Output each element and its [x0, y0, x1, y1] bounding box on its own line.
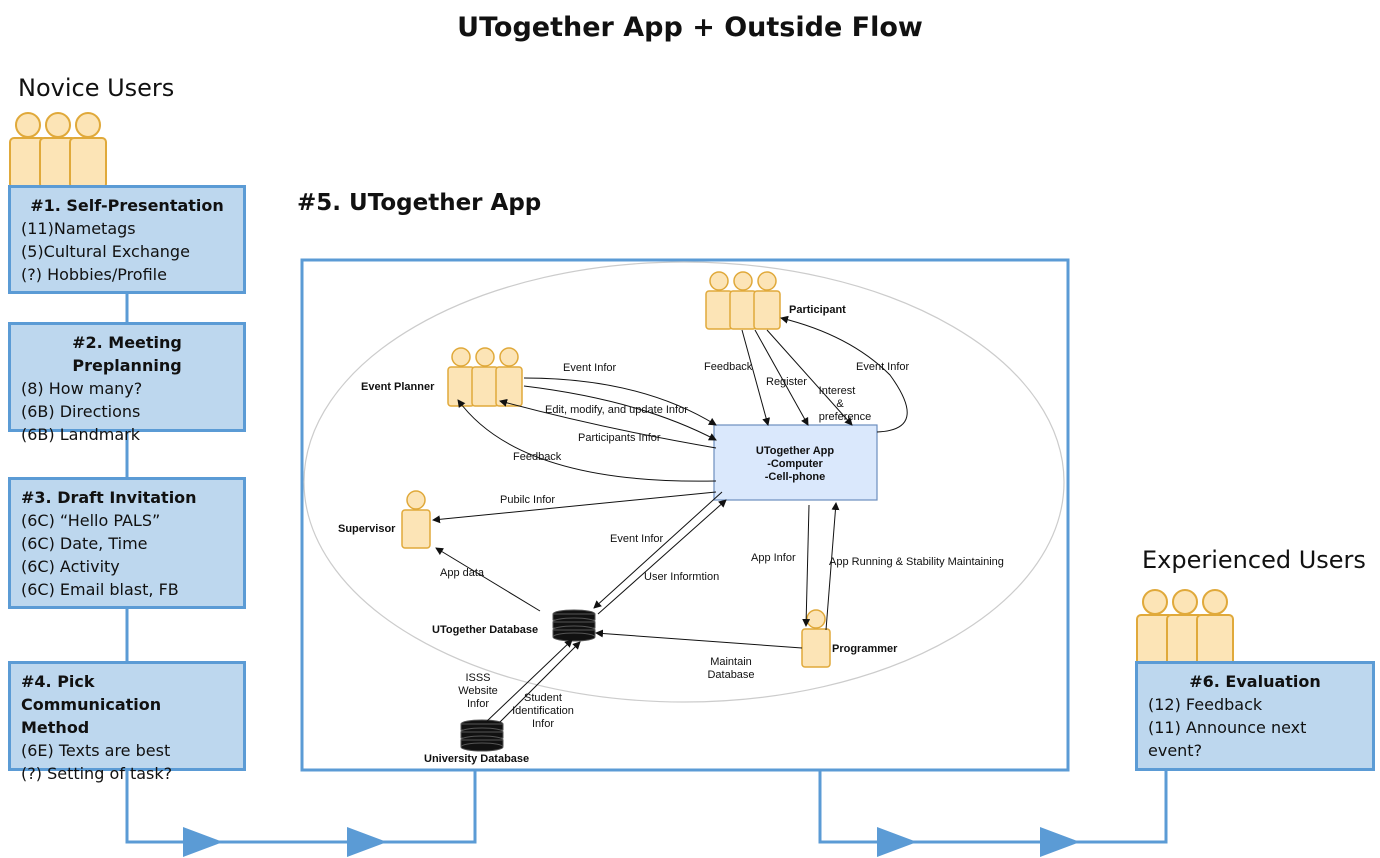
- edge-label: Infor: [532, 718, 554, 730]
- flow-arrow-icon: [183, 827, 1080, 857]
- edge-label: Event Infor: [610, 533, 664, 545]
- step-draft-invitation: #3. Draft Invitation (6C) “Hello PALS” (…: [8, 477, 246, 609]
- step-meeting-preplanning: #2. Meeting Preplanning (8) How many? (6…: [8, 322, 246, 444]
- novice-users-label: Novice Users: [18, 74, 175, 102]
- step-line: (11) Announce next: [1148, 718, 1307, 737]
- step-line: (?) Hobbies/Profile: [21, 265, 167, 284]
- experienced-users-icon: [1136, 589, 1234, 666]
- step-line: (6C) Date, Time: [21, 534, 148, 553]
- edge-label: Edit, modify, and update Infor: [545, 404, 688, 416]
- page-title: UTogether App + Outside Flow: [457, 12, 923, 43]
- app-node-label-2: -Computer: [767, 458, 823, 470]
- supervisor-icon: [401, 490, 431, 549]
- step-title: #2. Meeting Preplanning: [72, 333, 182, 375]
- step-title: #4. Pick Communication: [21, 672, 162, 714]
- step-line: (6B) Landmark: [21, 425, 140, 444]
- app-node-label-3: -Cell-phone: [765, 471, 826, 483]
- utogether-db-label: UTogether Database: [432, 624, 538, 636]
- edge-label: Register: [766, 376, 807, 388]
- edge-label: Maintain: [710, 656, 752, 668]
- step-line: (5)Cultural Exchange: [21, 242, 190, 261]
- edge-label: App data: [440, 567, 485, 579]
- university-database-icon: [460, 719, 504, 752]
- edge-label: Infor: [467, 698, 489, 710]
- step-line: (6C) Email blast, FB: [21, 580, 179, 599]
- programmer-label: Programmer: [832, 643, 898, 655]
- step-title-cont: Method: [21, 718, 90, 737]
- edge-label: Feedback: [704, 361, 753, 373]
- edge-label: Event Infor: [856, 361, 910, 373]
- step-pick-communication: #4. Pick Communication Method (6E) Texts…: [8, 661, 246, 783]
- edge-label: preference: [819, 411, 872, 423]
- participant-icon: [705, 271, 781, 330]
- edge-label: ISSS: [465, 672, 490, 684]
- edge-label: Identification: [512, 705, 574, 717]
- experienced-users-label: Experienced Users: [1142, 546, 1366, 574]
- edge-label: Database: [707, 669, 754, 681]
- step-line: (12) Feedback: [1148, 695, 1263, 714]
- step-line: (?) Setting of task?: [21, 764, 173, 783]
- edge-label: Website: [458, 685, 498, 697]
- edge-label: App Infor: [751, 552, 796, 564]
- event-planner-label: Event Planner: [361, 381, 435, 393]
- app-node-label-1: UTogether App: [756, 445, 834, 457]
- event-planner-icon: [447, 347, 523, 407]
- edge-label: Interest: [819, 385, 856, 397]
- edge-label: Feedback: [513, 451, 562, 463]
- edge-label: User Informtion: [644, 571, 719, 583]
- edge-label: Event Infor: [563, 362, 617, 374]
- step-line: (6C) “Hello PALS”: [21, 511, 161, 530]
- database-icon: [552, 609, 596, 642]
- step-self-presentation: #1. Self-Presentation (11)Nametags (5)Cu…: [8, 185, 246, 294]
- step-line: (6E) Texts are best: [21, 741, 171, 760]
- edge-label: App Running & Stability Maintaining: [829, 556, 1004, 568]
- edge-label: &: [836, 398, 844, 410]
- step-evaluation: #6. Evaluation (12) Feedback (11) Announ…: [1135, 661, 1375, 771]
- utogether-app-node: [713, 424, 878, 501]
- step-line: (6C) Activity: [21, 557, 120, 576]
- step-title: #1. Self-Presentation: [30, 196, 224, 215]
- step-title: #3. Draft Invitation: [21, 488, 197, 507]
- step-line: event?: [1148, 741, 1203, 760]
- edge-label: Participants Infor: [578, 432, 661, 444]
- step-line: (6B) Directions: [21, 402, 141, 421]
- step-title: #6. Evaluation: [1189, 672, 1321, 691]
- step-line: (8) How many?: [21, 379, 143, 398]
- edge-label: Student: [524, 692, 562, 704]
- app-section-title: #5. UTogether App: [297, 190, 542, 216]
- university-db-label: University Database: [424, 753, 529, 765]
- step-line: (11)Nametags: [21, 219, 136, 238]
- participant-label: Participant: [789, 304, 846, 316]
- supervisor-label: Supervisor: [338, 523, 396, 535]
- edge-label: Pubilc Infor: [500, 494, 555, 506]
